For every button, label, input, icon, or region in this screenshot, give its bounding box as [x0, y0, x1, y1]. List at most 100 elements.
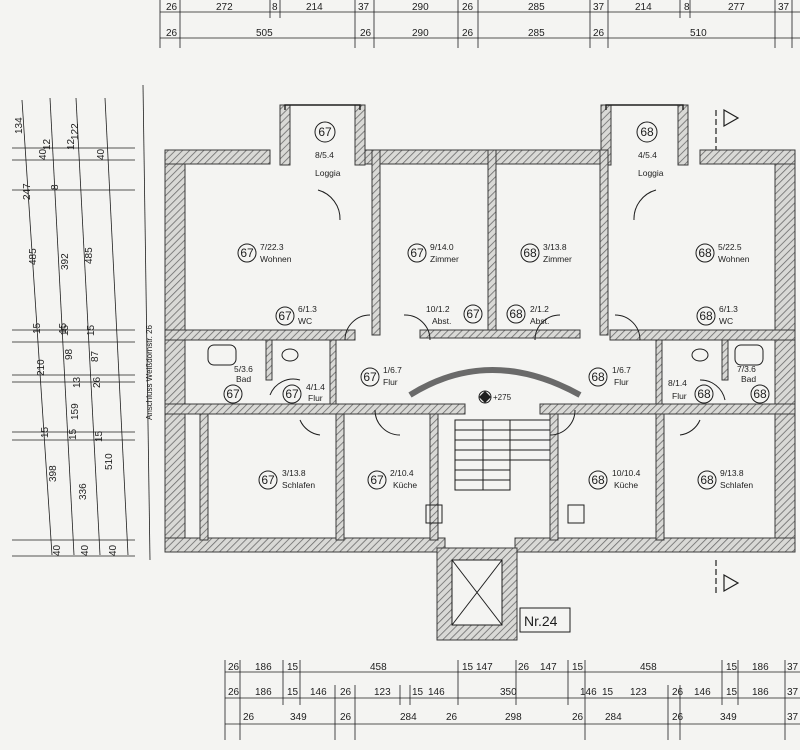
dim-label: 272	[216, 2, 233, 13]
dim-label: 8	[272, 2, 278, 13]
room-area: 8/1.4	[668, 378, 687, 388]
room-label: 67 3/13.8 Schlafen	[258, 468, 315, 490]
dim-label: 159	[70, 403, 81, 420]
unit-badge: 68	[698, 246, 712, 260]
dim-label: 26	[672, 687, 684, 698]
unit-badge: 67	[278, 309, 292, 323]
left-dimension-labels: 134 247 485 210 398 40 40 12 8 392 15 98…	[14, 117, 119, 556]
dim-label: 349	[290, 712, 307, 723]
street-label: Anschluss Weißdornstr. 26	[145, 324, 154, 420]
dim-label: 210	[36, 359, 47, 376]
unit-badge: 68	[699, 309, 713, 323]
dim-label: 40	[38, 148, 49, 160]
stair-hall	[408, 367, 582, 491]
dim-label: 37	[778, 2, 790, 13]
dim-label: 146	[580, 687, 597, 698]
room-label: 68 7/3.6 Bad	[737, 364, 770, 404]
room-area: 2/1.2	[530, 304, 549, 314]
room-name: Loggia	[638, 168, 664, 178]
room-label: 68 2/1.2 Abst.	[506, 304, 549, 326]
dim-label: 15	[287, 687, 299, 698]
unit-badge: 68	[591, 473, 605, 487]
room-name: Zimmer	[430, 254, 459, 264]
room-name: WC	[298, 316, 312, 326]
dim-label: 26	[340, 687, 352, 698]
dim-label: 485	[84, 247, 95, 264]
room-area: 5/3.6	[234, 364, 253, 374]
room-name: Küche	[393, 480, 417, 490]
room-name: Flur	[672, 391, 687, 401]
unit-badge: 67	[261, 473, 275, 487]
left-dimension-chain	[12, 97, 135, 557]
dim-label: 123	[630, 687, 647, 698]
dim-label: 40	[108, 544, 119, 556]
dim-label: 214	[306, 2, 323, 13]
room-name: Bad	[741, 374, 756, 384]
room-label: 67 2/10.4 Küche	[367, 468, 417, 490]
dim-label: 15	[726, 687, 738, 698]
dim-label: 122	[70, 123, 81, 140]
dim-label: 15	[68, 428, 79, 440]
room-name: Wohnen	[718, 254, 750, 264]
unit-badge: 68	[697, 387, 711, 401]
room-name: Flur	[383, 377, 398, 387]
room-label: 68 10/10.4 Küche	[588, 468, 641, 490]
unit-badge: 67	[226, 387, 240, 401]
dim-label: 26	[92, 376, 103, 388]
dim-label: 186	[752, 662, 769, 673]
unit-badge: 67	[410, 246, 424, 260]
dim-label: 15	[726, 662, 738, 673]
dim-label: 26	[672, 712, 684, 723]
dim-label: 284	[400, 712, 417, 723]
unit-badge: 67	[240, 246, 254, 260]
dim-label: 13	[72, 376, 83, 388]
room-label: 67 7/22.3 Wohnen	[237, 242, 292, 264]
top-dimension-labels: 26 272 8 214 37 290 26 285 37 214 8 277 …	[166, 2, 790, 39]
dim-label: 15	[32, 322, 43, 334]
unit-badge: 67	[318, 125, 332, 139]
dim-label: 247	[22, 183, 33, 200]
dim-label: 147	[476, 662, 493, 673]
dim-label: 186	[255, 662, 272, 673]
dim-label: 26	[340, 712, 352, 723]
room-label: 67 4/1.4 Flur	[282, 382, 325, 404]
dim-label: 458	[370, 662, 387, 673]
dim-label: 290	[412, 2, 429, 13]
room-name: Schlafen	[282, 480, 315, 490]
dim-label: 186	[255, 687, 272, 698]
dim-label: 26	[462, 28, 474, 39]
room-name: Abst.	[530, 316, 549, 326]
dim-label: 146	[694, 687, 711, 698]
unit-badge: 67	[466, 307, 480, 321]
house-number: Nr.24	[524, 613, 558, 629]
unit-badge: 68	[509, 307, 523, 321]
dim-label: 98	[64, 348, 75, 360]
room-label: 68 1/6.7 Flur	[588, 365, 631, 387]
room-area: 1/6.7	[383, 365, 402, 375]
unit-badge: 68	[591, 370, 605, 384]
dim-label: 15	[58, 322, 69, 334]
dim-label: 15	[572, 662, 584, 673]
room-label: 68 3/13.8 Zimmer	[520, 242, 572, 264]
dim-label: 336	[78, 483, 89, 500]
room-name: Küche	[614, 480, 638, 490]
dim-label: 26	[572, 712, 584, 723]
room-label: 68 6/1.3 WC	[696, 304, 738, 326]
dim-label: 26	[166, 2, 178, 13]
dim-label: 285	[528, 2, 545, 13]
dim-label: 15	[462, 662, 474, 673]
dim-label: 350	[500, 687, 517, 698]
room-name: Zimmer	[543, 254, 572, 264]
dim-label: 15	[86, 324, 97, 336]
dim-label: 123	[374, 687, 391, 698]
room-area: 3/13.8	[543, 242, 567, 252]
room-name: Schlafen	[720, 480, 753, 490]
bottom-dimension-labels: 26 186 15 458 15 147 26 147 15 458 15 18…	[228, 662, 799, 723]
dim-label: 26	[243, 712, 255, 723]
loggia-outline	[284, 104, 684, 110]
unit-badge: 67	[370, 473, 384, 487]
dim-label: 40	[80, 544, 91, 556]
dim-label: 26	[462, 2, 474, 13]
section-markers	[715, 108, 740, 595]
top-dimension-chain	[159, 0, 800, 48]
